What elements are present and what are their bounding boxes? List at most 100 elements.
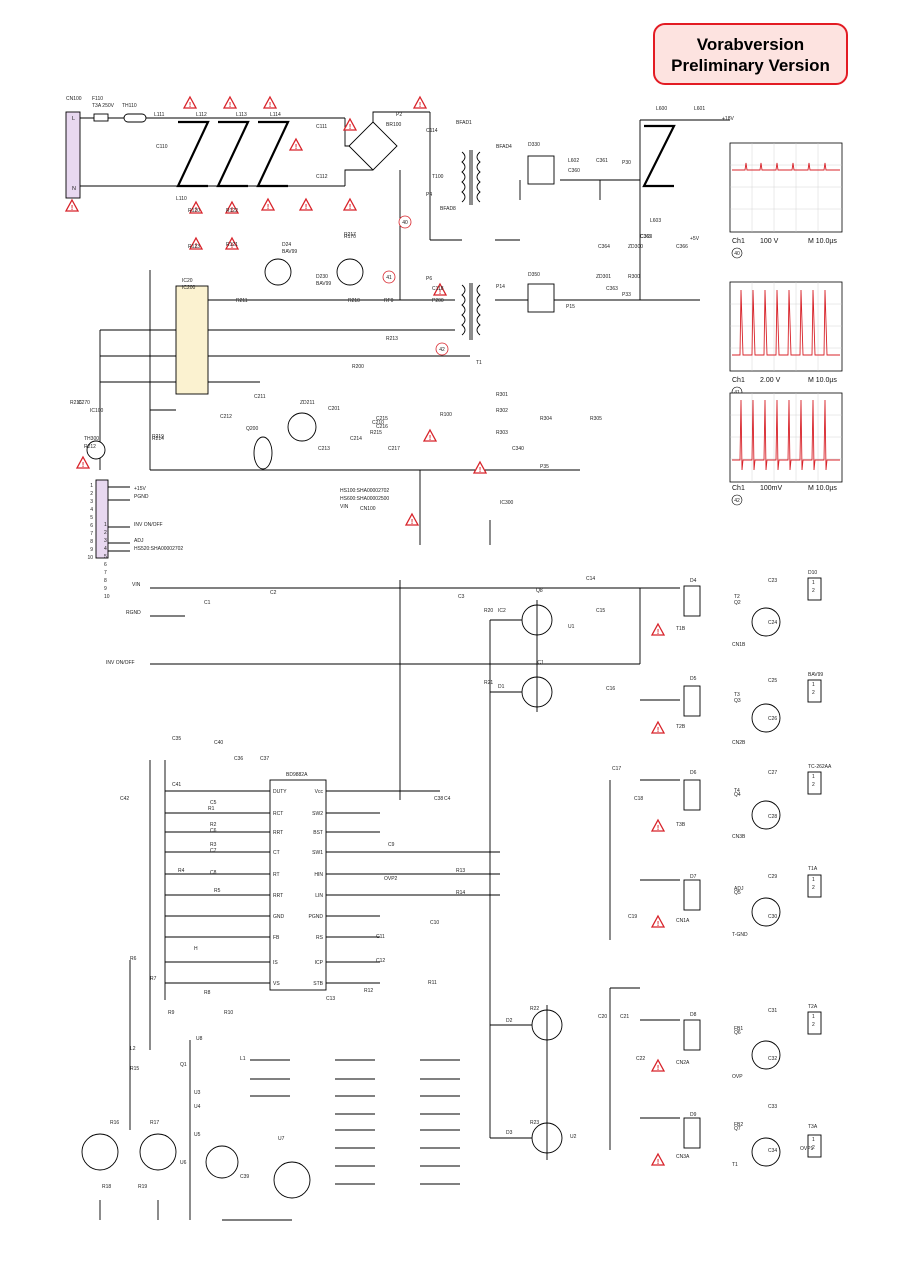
lower-ref-label: U4 xyxy=(194,1104,201,1110)
scope-42: Ch1 100mV M 10.0µs 42 xyxy=(729,392,843,506)
choke-l600 xyxy=(642,124,676,188)
lower-ref-label: C19 xyxy=(628,914,637,920)
cn-pin-number: 1 xyxy=(812,1137,815,1143)
upper-ref-label: R170 xyxy=(344,234,356,240)
svg-text:10: 10 xyxy=(87,555,93,561)
warning-triangle-icon: ! xyxy=(650,1058,666,1072)
svg-text:!: ! xyxy=(269,102,271,109)
warning-triangles: !!!!!!!!!!!!!!!!!!!!!!!!! xyxy=(64,95,666,1166)
lower-ref-label: C35 xyxy=(172,736,181,742)
upper-ref-label: IC20 xyxy=(182,278,193,284)
upper-ref-label: RF0 xyxy=(384,298,394,304)
upper-ref-label: R216 xyxy=(70,400,82,406)
svg-text:!: ! xyxy=(419,102,421,109)
upper-ref-label: BFAD4 xyxy=(496,144,512,150)
warning-triangle-icon: ! xyxy=(224,200,240,214)
lower-ref-label: C28 xyxy=(768,814,777,820)
lower-ref-label: Q6 xyxy=(734,1030,741,1036)
upper-ref-label: L600 xyxy=(656,106,667,112)
scope-40-time: M 10.0µs xyxy=(808,238,837,245)
output-stage-2 xyxy=(683,679,822,733)
upper-ref-label: C111 xyxy=(316,124,327,130)
lower-ref-label: C13 xyxy=(326,996,335,1002)
upper-ref-label: C211 xyxy=(254,394,266,400)
warning-triangle-icon: ! xyxy=(75,455,91,469)
warning-triangle-icon: ! xyxy=(342,197,358,211)
upper-ref-label: BR100 xyxy=(386,122,402,128)
svg-text:4: 4 xyxy=(90,507,93,513)
banner-line-1: Vorabversion xyxy=(696,35,805,54)
lower-ref-label: D5 xyxy=(690,676,697,682)
upper-ref-label: P33 xyxy=(622,292,631,298)
lower-ref-label: D9 xyxy=(690,1112,697,1118)
svg-text:!: ! xyxy=(439,289,441,296)
svg-text:5: 5 xyxy=(90,515,93,521)
mains-lines xyxy=(80,117,170,187)
scope-42-volt: 100mV xyxy=(760,485,783,492)
bd9882a-pin-label: CT xyxy=(273,850,280,856)
upper-ref-label: P35 xyxy=(540,464,549,470)
transistor-q1 xyxy=(264,258,292,286)
cn-pin-number: 2 xyxy=(812,588,815,594)
lower-ref-label: C33 xyxy=(768,1104,777,1110)
bd9882a-title: BD9882A xyxy=(286,772,308,778)
bd9882a-left-bus xyxy=(129,760,166,1130)
upper-ref-label: L601 xyxy=(694,106,705,112)
cn-pin-number: 2 xyxy=(812,690,815,696)
lower-ref-label: C1 xyxy=(204,600,211,606)
lower-ref-label: T2A xyxy=(808,1004,818,1010)
upper-ref-label: T1 xyxy=(476,360,482,366)
svg-text:!: ! xyxy=(195,207,197,214)
lower-input-rails xyxy=(150,580,640,800)
lower-ref-label: C16 xyxy=(606,686,615,692)
upper-ref-label: P30 xyxy=(622,160,631,166)
upper-ref-label: BAV99 xyxy=(282,249,297,255)
warning-triangle-icon: ! xyxy=(64,198,80,212)
secondary-wiring xyxy=(399,112,641,301)
lower-ref-label: C10 xyxy=(430,920,439,926)
upper-ref-label: 1 xyxy=(104,522,107,528)
upper-ref-label: +18V xyxy=(722,116,734,122)
lower-ref-label: C29 xyxy=(768,874,777,880)
lower-ref-label: C38 xyxy=(434,796,443,802)
scope-40-channel: Ch1 xyxy=(732,238,745,245)
cn300-connector xyxy=(95,479,109,559)
lower-ref-label: CN3B xyxy=(732,834,746,840)
warning-triangle-icon: ! xyxy=(342,117,358,131)
upper-ref-label: VIN xyxy=(340,504,349,510)
lower-ref-label: R3 xyxy=(210,842,217,848)
transistor-ic1 xyxy=(273,1161,311,1199)
lower-ref-label: IC1 xyxy=(536,660,544,666)
upper-ref-label: TH300 xyxy=(84,436,99,442)
svg-text:!: ! xyxy=(189,102,191,109)
lower-ref-label: U7 xyxy=(278,1136,285,1142)
upper-ref-label: TH110 xyxy=(122,103,137,109)
lower-ref-label: R2 xyxy=(210,822,217,828)
lower-ref-label: D1 xyxy=(498,684,505,690)
scope-40-id: 40 xyxy=(734,251,740,257)
lower-ref-label: Q7 xyxy=(734,1126,741,1132)
lower-ref-label: OVP xyxy=(732,1074,743,1080)
upper-ref-label: C363 xyxy=(606,286,618,292)
upper-ref-label: C114 xyxy=(426,128,438,134)
lower-ref-label: C5 xyxy=(210,800,217,806)
bd9882a-pin-label: FB xyxy=(273,935,280,941)
lower-ref-label: R10 xyxy=(224,1010,233,1016)
upper-ref-label: C216 xyxy=(376,424,388,430)
lower-ref-label: C15 xyxy=(596,608,605,614)
upper-ref-label: C112 xyxy=(316,174,328,180)
cn-pin-number: 1 xyxy=(812,580,815,586)
lower-ref-label: C25 xyxy=(768,678,777,684)
lower-ref-label: R11 xyxy=(428,980,437,986)
upper-ref-label: R200 xyxy=(352,364,364,370)
output-stage-wiring xyxy=(609,587,680,1150)
svg-text:!: ! xyxy=(349,204,351,211)
fuse-f110 xyxy=(93,113,109,122)
upper-ref-label: L112 xyxy=(196,112,207,118)
transformer-t100 xyxy=(461,150,481,205)
upper-ref-label: C217 xyxy=(388,446,400,452)
scope-40-volt: 100 V xyxy=(760,238,779,245)
warning-triangle-icon: ! xyxy=(260,197,276,211)
warning-triangle-icon: ! xyxy=(262,95,278,109)
warning-triangle-icon: ! xyxy=(650,818,666,832)
